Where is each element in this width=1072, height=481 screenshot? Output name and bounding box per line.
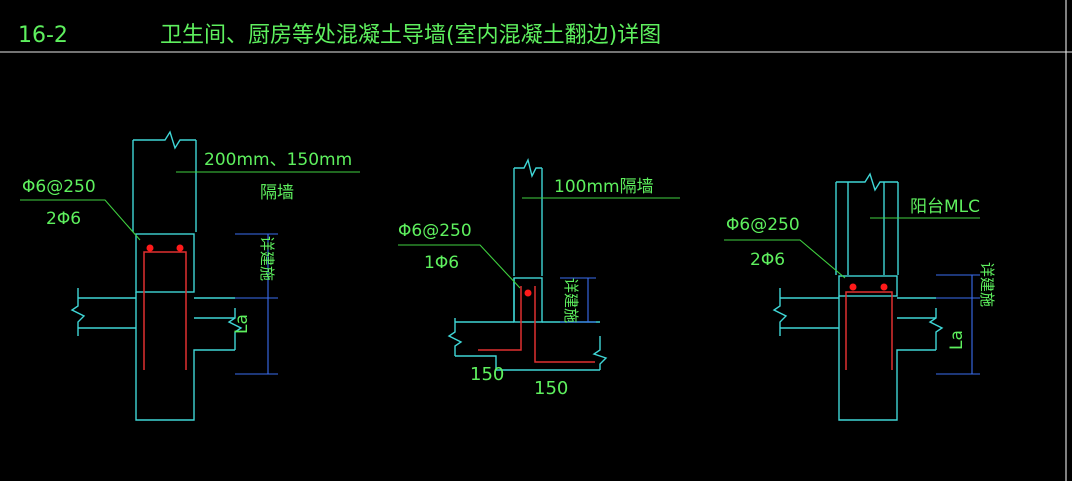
drawing-title: 卫生间、厨房等处混凝土导墙(室内混凝土翻边)详图 [160, 23, 661, 48]
long-bar [524, 289, 532, 297]
curb-outline [513, 277, 543, 323]
wall-note: 阳台MLC [910, 197, 980, 217]
detail-right: 阳台MLC Φ6@250 2Φ6 详建施 La [724, 172, 996, 421]
stirrup-rebar [143, 251, 187, 370]
bar-label: 2Φ6 [46, 209, 81, 229]
wall-break-line [514, 157, 542, 179]
detail-left: 200mm、150mm 隔墙 Φ6@250 2Φ6 详建施 La [20, 130, 360, 421]
lower-wall-outline [135, 292, 235, 421]
wall-note: 200mm、150mm [204, 150, 352, 170]
curb-outline [838, 275, 898, 297]
long-bar [176, 244, 184, 252]
drawing-number: 16-2 [18, 23, 68, 48]
slab-break-left [70, 288, 86, 336]
stirrup-rebar [845, 291, 893, 370]
bar-label: 1Φ6 [424, 253, 459, 273]
rebar-right [534, 286, 595, 363]
leader-stirrup [398, 244, 521, 289]
wall-break-line [133, 130, 196, 150]
rebar-left [478, 286, 522, 351]
wall-note: 100mm隔墙 [554, 177, 654, 197]
leader-stirrup [724, 239, 846, 279]
height-note: 详建施 [978, 262, 996, 307]
dim-a: 150 [470, 364, 504, 385]
height-note: 详建施 [258, 236, 276, 281]
curb-outline [135, 233, 195, 293]
slab-break-right [227, 308, 243, 350]
dim-b: 150 [534, 378, 568, 399]
anchor-label: La [232, 314, 252, 334]
slab-break-right [928, 308, 944, 350]
wall-break-line [836, 172, 898, 192]
stirrup-label: Φ6@250 [398, 221, 472, 241]
long-bar [880, 283, 888, 291]
slab-bottom [455, 355, 600, 371]
detail-middle: 100mm隔墙 Φ6@250 1Φ6 详建施 150 150 [398, 157, 680, 399]
leader-stirrup [20, 199, 141, 241]
long-bar [146, 244, 154, 252]
wall-label: 隔墙 [260, 183, 294, 203]
bar-label: 2Φ6 [750, 250, 785, 270]
height-note: 详建施 [562, 278, 580, 323]
anchor-label: La [947, 330, 967, 350]
slab-break-left [772, 288, 788, 336]
slab-break-left [447, 318, 463, 356]
long-bar [849, 283, 857, 291]
stirrup-label: Φ6@250 [726, 215, 800, 235]
lower-wall-outline [838, 296, 936, 421]
stirrup-label: Φ6@250 [22, 177, 96, 197]
slab-break-right [592, 336, 608, 370]
